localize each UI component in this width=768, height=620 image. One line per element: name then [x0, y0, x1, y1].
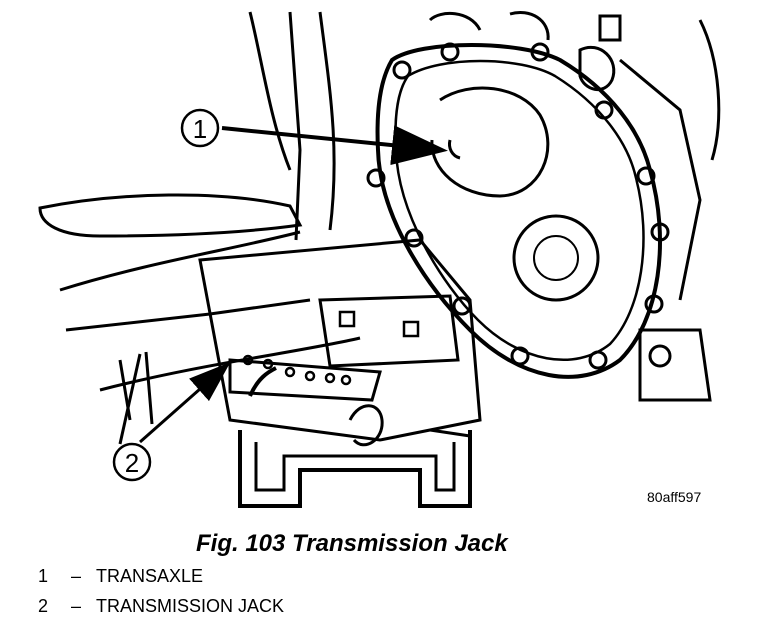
legend-dash: –: [71, 596, 82, 616]
figure-reference-code: 80aff597: [647, 489, 702, 505]
callout-2-label: 2: [125, 448, 139, 478]
legend-item: 1 – TRANSAXLE: [38, 566, 203, 587]
vehicle-frame: [38, 11, 482, 442]
legend-item: 2 – TRANSMISSION JACK: [38, 596, 284, 617]
callout-1-leader: [221, 125, 448, 166]
callout-1: 1: [180, 108, 448, 166]
transaxle-illustration: 1 2: [38, 11, 721, 508]
callout-1-label: 1: [193, 114, 207, 144]
figure-caption: Fig. 103 Transmission Jack: [196, 530, 508, 557]
legend-label: TRANSMISSION JACK: [96, 596, 285, 616]
callout-2-leader-b: [118, 353, 142, 445]
callout-2: 2: [112, 353, 231, 482]
legend-number: 1: [38, 566, 49, 586]
callout-2-leader-a: [139, 362, 231, 444]
legend-number: 2: [38, 596, 49, 616]
transaxle-case: [366, 11, 721, 402]
legend-label: TRANSAXLE: [96, 566, 204, 586]
legend-dash: –: [71, 566, 82, 586]
